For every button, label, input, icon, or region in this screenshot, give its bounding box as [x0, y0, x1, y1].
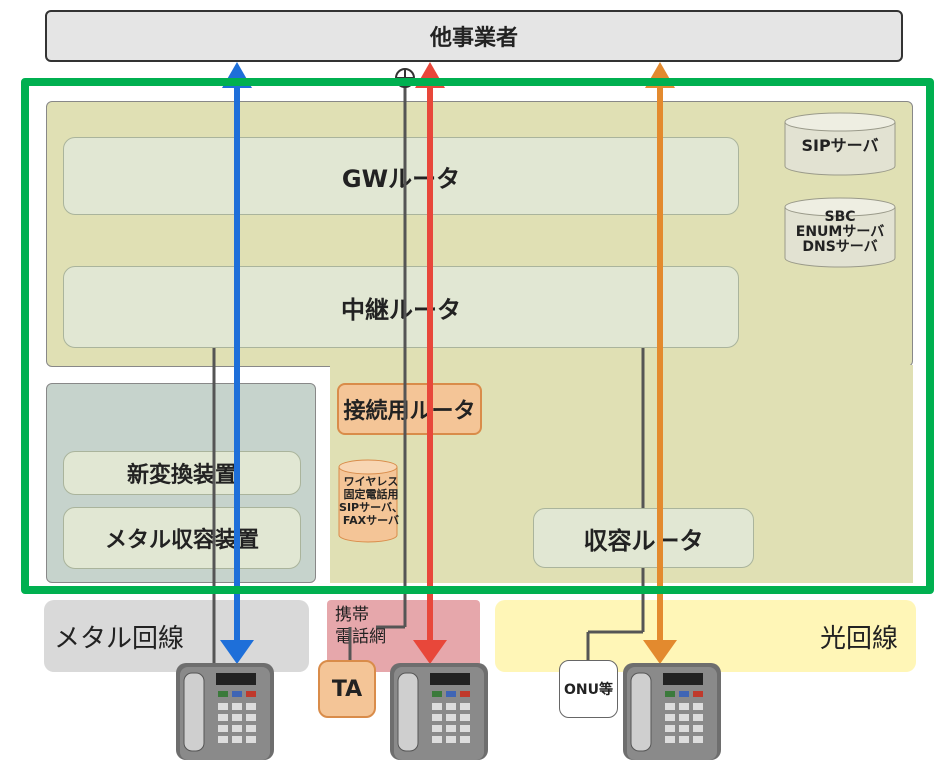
ta-adapter: TA	[318, 660, 376, 718]
sbc-server-cylinder-shape	[784, 197, 896, 268]
onu-label: ONU等	[564, 682, 613, 698]
gw-router: GWルータ	[63, 137, 739, 215]
wireless-line-4: FAXサーバ	[342, 514, 400, 527]
new-converter-label: 新変換装置	[126, 463, 237, 488]
wireless-line-3: SIPサーバ、	[339, 501, 403, 514]
other-carriers-label: 他事業者	[429, 26, 518, 51]
wireless-line-2: 固定電話用	[343, 488, 399, 501]
mobile-network-label: 携帯 電話網	[335, 605, 386, 647]
other-carriers-bar: 他事業者	[45, 10, 903, 62]
ta-label: TA	[331, 676, 363, 702]
sip-server-label: SIPサーバ	[801, 136, 879, 155]
metal-line-label: メタル回線	[54, 623, 185, 654]
enum-server-label: ENUMサーバ	[795, 223, 885, 240]
fiber-line-label: 光回線	[819, 623, 898, 654]
sbc-enum-dns-server: SBC ENUMサーバ DNSサーバ	[785, 198, 895, 266]
access-router-label: 収容ルータ	[583, 526, 704, 555]
telephone-icon	[390, 663, 488, 760]
orange-arrow-down	[643, 640, 677, 664]
wireless-line-1: ワイヤレス	[343, 475, 399, 488]
connection-router: 接続用ルータ	[337, 383, 482, 435]
relay-router-label: 中継ルータ	[341, 295, 461, 324]
connection-router-label: 接続用ルータ	[343, 399, 476, 424]
wireless-fixed-phone-sip-server: ワイヤレス 固定電話用 SIPサーバ、 FAXサーバ	[335, 459, 407, 543]
sip-server-cylinder-shape	[784, 112, 896, 176]
relay-router: 中継ルータ	[63, 266, 739, 348]
blue-arrow-down	[220, 640, 254, 664]
sbc-label: SBC	[824, 208, 856, 225]
telephone-icon	[623, 663, 721, 760]
onu-device: ONU等	[559, 660, 618, 718]
access-router: 収容ルータ	[533, 508, 754, 568]
telephone-icon	[176, 663, 274, 760]
red-arrow-down	[413, 640, 447, 664]
gw-router-label: GWルータ	[341, 164, 461, 193]
dns-server-label: DNSサーバ	[802, 238, 878, 255]
metal-access-device-label: メタル収容装置	[104, 528, 259, 553]
new-converter-device: 新変換装置	[63, 451, 301, 495]
metal-access-device: メタル収容装置	[63, 507, 301, 569]
highlight-frame	[21, 78, 934, 594]
sip-server: SIPサーバ	[785, 114, 895, 174]
metal-line-area: メタル回線	[44, 600, 309, 672]
wireless-sip-cylinder-shape	[338, 459, 398, 543]
